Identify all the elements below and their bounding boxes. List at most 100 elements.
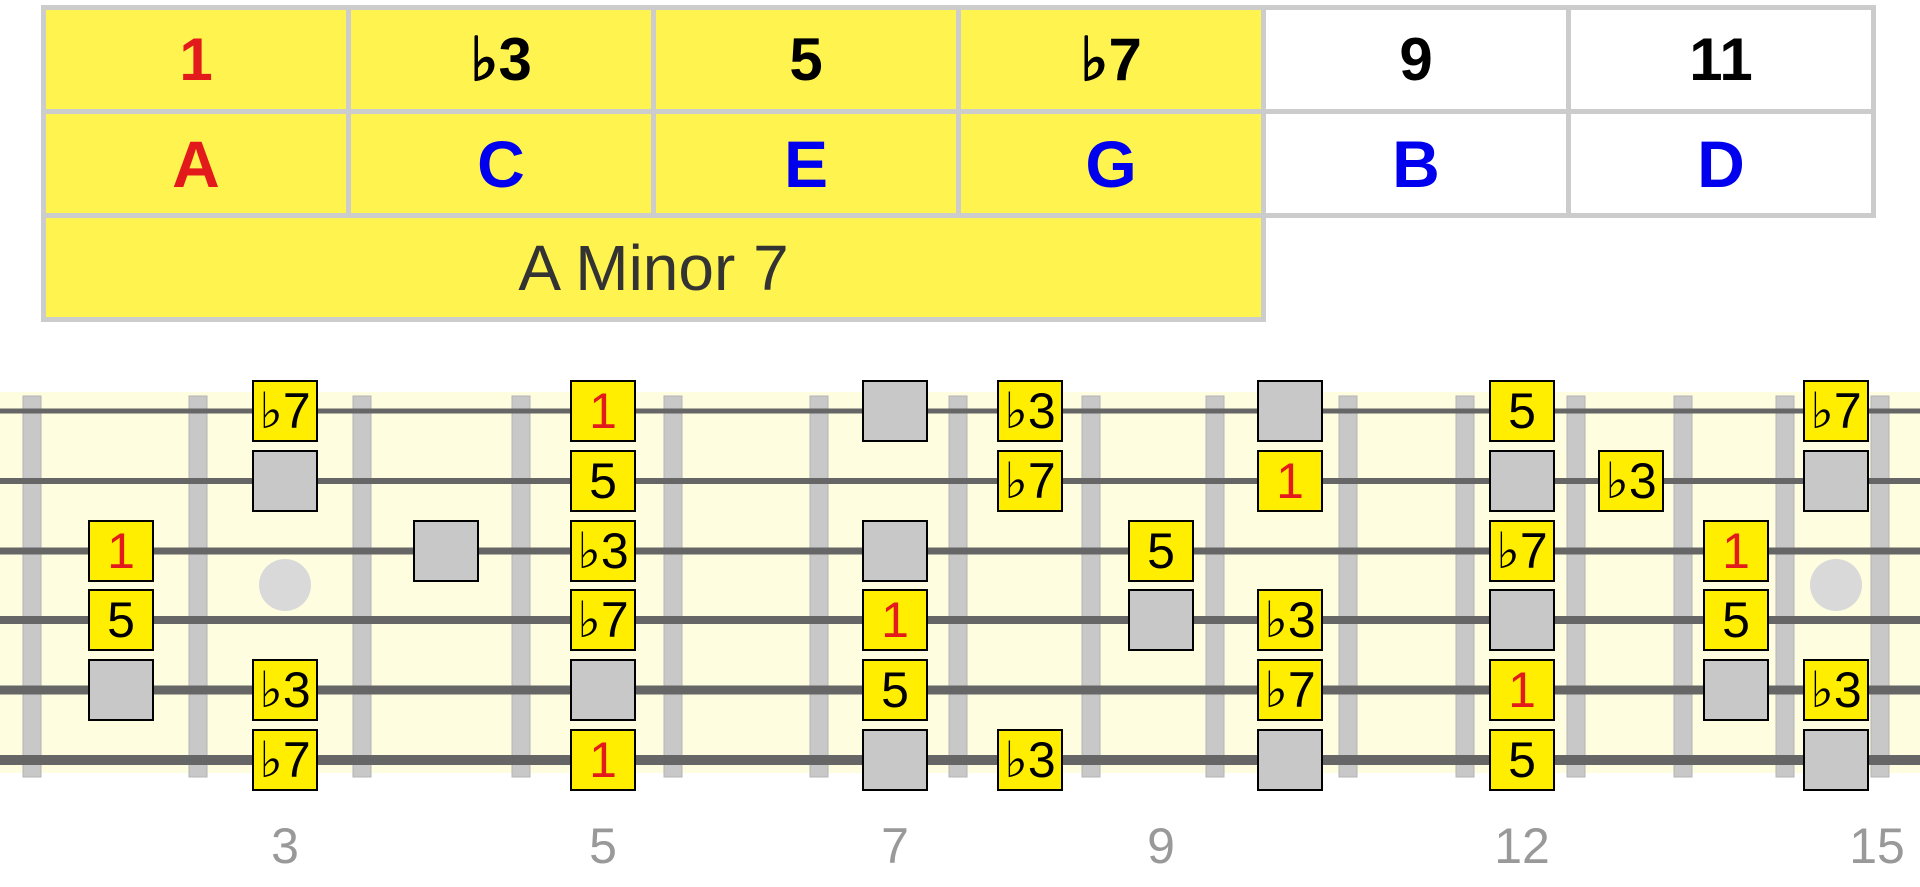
scale-tone-marker [862,380,928,442]
chord-tone-marker [570,380,636,442]
fret-wire [1205,395,1225,778]
scale-tone-marker [413,520,479,582]
interval-label: ♭3 [470,25,532,93]
chord-tone-marker [570,450,636,512]
scale-tone-marker [1128,589,1194,651]
chord-tone-marker [997,380,1063,442]
interval-cell: 9 [1261,5,1571,114]
guitar-string [0,547,1920,555]
scale-tone-marker [1803,450,1869,512]
fret-wire [1081,395,1101,778]
chord-tone-marker [1257,589,1323,651]
marker-label: ♭7 [1004,453,1055,509]
chord-tone-marker [570,729,636,791]
interval-label: 9 [1399,26,1433,93]
marker-label: ♭3 [1810,662,1861,718]
interval-cell: 1 [41,5,351,114]
fret-wire [1870,395,1890,778]
marker-label: 1 [881,592,909,648]
chord-tone-marker [1703,589,1769,651]
chord-tone-marker [252,729,318,791]
note-label: D [1697,126,1745,201]
marker-label: ♭3 [1004,732,1055,788]
note-cell: C [346,109,656,218]
chord-tone-marker [252,659,318,721]
fret-number: 12 [1494,818,1550,874]
fret-wire [22,395,42,778]
fret-wire [809,395,829,778]
scale-tone-marker [1489,589,1555,651]
note-cell: E [651,109,961,218]
chord-tone-marker [1257,659,1323,721]
note-label: A [172,126,220,201]
fretboard: ♭7♭3♭715♭3♭7115♭3♭7♭351♭3♭75♭715♭315♭7♭3… [0,380,1920,874]
fret-wire [188,395,208,778]
chord-tone-marker [88,520,154,582]
marker-label: 1 [1276,453,1304,509]
interval-label: 11 [1689,26,1753,93]
fret-wire [663,395,683,778]
interval-cell: 11 [1566,5,1876,114]
fret-number: 5 [589,818,617,874]
marker-label: 5 [881,662,909,718]
chord-name: A Minor 7 [518,231,789,304]
marker-label: 5 [1508,732,1536,788]
chord-tone-marker [1489,659,1555,721]
marker-label: 1 [589,732,617,788]
chord-tone-marker [1803,659,1869,721]
fret-wire [1775,395,1795,778]
chord-tone-marker [1703,520,1769,582]
chord-tone-marker [570,589,636,651]
chord-tone-marker [997,450,1063,512]
chord-tone-marker [862,589,928,651]
scale-tone-marker [88,659,154,721]
fret-wire [948,395,968,778]
note-cell: B [1261,109,1571,218]
fret-number: 15 [1849,818,1905,874]
guitar-string [0,685,1920,695]
marker-label: ♭7 [1810,383,1861,439]
chord-tone-marker [1489,520,1555,582]
interval-label: 1 [179,26,213,93]
scale-tone-marker [1489,450,1555,512]
note-label: E [783,126,829,201]
note-label: B [1392,126,1440,201]
note-label: G [1085,126,1137,201]
marker-label: ♭3 [1264,592,1315,648]
chord-name-cell: A Minor 7 [41,213,1266,322]
fret-wire [1566,395,1586,778]
scale-tone-marker [862,729,928,791]
marker-label: ♭3 [1004,383,1055,439]
chord-tone-marker [1489,729,1555,791]
interval-label: 5 [789,26,823,93]
marker-label: 5 [1508,383,1536,439]
fret-number: 9 [1147,818,1175,874]
chord-tone-marker [1803,380,1869,442]
chord-tone-marker [1598,450,1664,512]
note-cell: D [1566,109,1876,218]
guitar-string [0,408,1920,414]
scale-tone-marker [570,659,636,721]
marker-label: 5 [1722,592,1750,648]
marker-label: 1 [1508,662,1536,718]
scale-tone-marker [1257,380,1323,442]
scale-tone-marker [1257,729,1323,791]
chord-tone-marker [862,659,928,721]
fret-wire [352,395,372,778]
scale-tone-marker [252,450,318,512]
note-cell: G [956,109,1266,218]
guitar-string [0,616,1920,624]
marker-label: ♭3 [1605,453,1656,509]
marker-label: ♭7 [259,732,310,788]
guitar-string [0,478,1920,484]
chord-tone-marker [88,589,154,651]
note-label: C [477,126,525,201]
fret-wire [1673,395,1693,778]
marker-label: 5 [107,592,135,648]
chord-tone-marker [1257,450,1323,512]
guitar-string [0,755,1920,765]
marker-label: ♭7 [1496,523,1547,579]
interval-cell: 5 [651,5,961,114]
interval-cell: ♭7 [956,5,1266,114]
interval-cell: ♭3 [346,5,656,114]
